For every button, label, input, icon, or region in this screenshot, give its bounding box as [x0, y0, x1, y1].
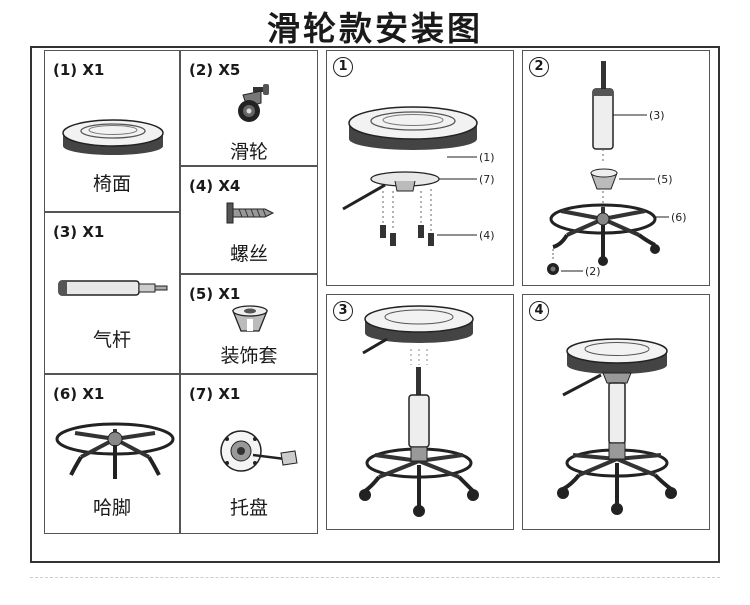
- step-4-badge: 4: [529, 301, 549, 321]
- part-tray-qty: (7) X1: [189, 385, 241, 403]
- bottom-divider: [30, 577, 720, 578]
- part-gaslift-qty: (3) X1: [53, 223, 105, 241]
- part-tray-cell: (7) X1 托盘: [180, 374, 318, 534]
- step-3-badge: 3: [333, 301, 353, 321]
- step-1-panel: 1 (1) (7) (4): [326, 50, 514, 286]
- step-2-panel: 2 (3) (5) (6) (2): [522, 50, 710, 286]
- part-caster-qty: (2) X5: [189, 61, 241, 79]
- part-screw-cell: (4) X4 螺丝: [180, 166, 318, 274]
- part-screw-name: 螺丝: [229, 243, 268, 265]
- step-2-callouts: (3) (5) (6) (2): [585, 109, 687, 278]
- callout-base: (6): [671, 211, 687, 224]
- step-1-illustration: [342, 106, 478, 246]
- screw-icon: [226, 202, 275, 224]
- page-title: 滑轮款安装图: [267, 9, 483, 48]
- part-screw-qty: (4) X4: [189, 177, 241, 195]
- step-3-panel: 3: [326, 294, 514, 530]
- part-gaslift-cell: (3) X1 气杆: [44, 212, 180, 374]
- step-2-illustration: [547, 61, 669, 275]
- part-seat-qty: (1) X1: [53, 61, 105, 79]
- part-base-name: 哈脚: [92, 497, 131, 519]
- diagram-frame: [30, 46, 720, 563]
- step-2-badge: 2: [529, 57, 549, 77]
- part-cover-cell: (5) X1 装饰套: [180, 274, 318, 374]
- part-seat-name: 椅面: [92, 173, 131, 195]
- part-gaslift-name: 气杆: [92, 329, 131, 351]
- step-1-badge: 1: [333, 57, 353, 77]
- part-seat-cell: (1) X1 椅面: [44, 50, 180, 212]
- part-cover-name: 装饰套: [220, 345, 278, 367]
- caster-icon: [238, 84, 269, 122]
- part-caster-cell: (2) X5 滑轮: [180, 50, 318, 166]
- cover-icon: [232, 305, 268, 332]
- base-ring-icon: [55, 422, 175, 479]
- callout-seat: (1): [479, 151, 495, 164]
- callout-caster: (2): [585, 265, 601, 278]
- callout-tray: (7): [479, 173, 495, 186]
- tray-icon: [220, 430, 298, 472]
- step-4-illustration: [557, 338, 677, 515]
- part-tray-name: 托盘: [229, 497, 268, 519]
- seat-icon: [62, 119, 164, 155]
- step-4-panel: 4: [522, 294, 710, 530]
- gas-lift-icon: [58, 280, 168, 296]
- callout-screw: (4): [479, 229, 495, 242]
- step-3-illustration: [359, 305, 479, 517]
- part-base-qty: (6) X1: [53, 385, 105, 403]
- part-base-cell: (6) X1 哈脚: [44, 374, 180, 534]
- part-cover-qty: (5) X1: [189, 285, 241, 303]
- callout-cover: (5): [657, 173, 673, 186]
- callout-gas-lift: (3): [649, 109, 665, 122]
- part-caster-name: 滑轮: [229, 141, 268, 163]
- step-1-callouts: (1) (7) (4): [479, 151, 495, 242]
